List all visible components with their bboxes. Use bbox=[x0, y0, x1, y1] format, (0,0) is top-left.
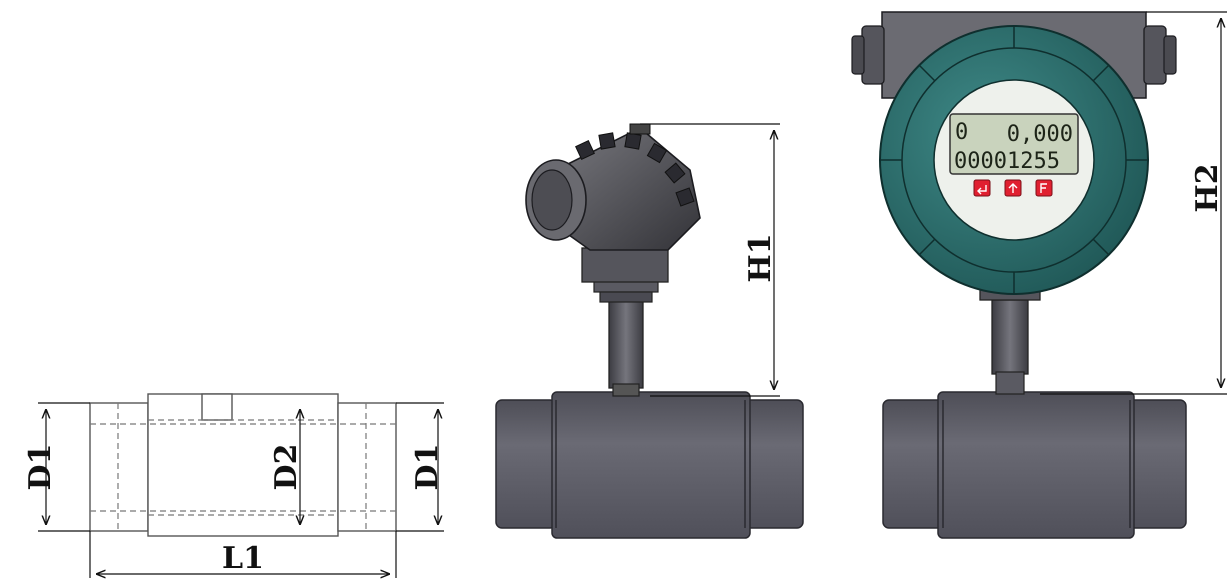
label-d1-left: D1 bbox=[23, 444, 58, 491]
stem-middle bbox=[581, 247, 669, 397]
section-outline-drawing: D1 D2 D1 L1 bbox=[23, 393, 445, 578]
label-d1-right: D1 bbox=[410, 444, 445, 491]
label-h1: H1 bbox=[743, 233, 778, 282]
meter-with-display: 0 0,000 00001255 H2 bbox=[851, 11, 1227, 539]
pipe-body-right bbox=[882, 391, 1187, 539]
keypad bbox=[973, 179, 1053, 197]
junction-head bbox=[525, 123, 701, 251]
label-l1: L1 bbox=[222, 541, 264, 576]
lcd-line2: 00001255 bbox=[954, 149, 1060, 174]
label-h2: H2 bbox=[1190, 163, 1225, 212]
right-end-fitting bbox=[337, 402, 397, 532]
top-boss bbox=[201, 393, 233, 421]
center-body bbox=[147, 393, 339, 537]
meter-with-junction-head: H1 bbox=[495, 123, 804, 539]
lcd-line1-right: 0,000 bbox=[1007, 122, 1073, 147]
enter-arrow-icon bbox=[977, 185, 987, 195]
pipe-body-middle bbox=[495, 391, 804, 539]
label-d2: D2 bbox=[269, 444, 304, 491]
up-arrow-icon bbox=[1008, 183, 1018, 193]
lcd-line1-left: 0 bbox=[955, 120, 968, 145]
left-end-fitting bbox=[89, 402, 149, 532]
enter-button[interactable] bbox=[973, 179, 991, 197]
lcd-display: 0 0,000 00001255 bbox=[949, 113, 1079, 175]
f-glyph-icon bbox=[1040, 183, 1047, 193]
